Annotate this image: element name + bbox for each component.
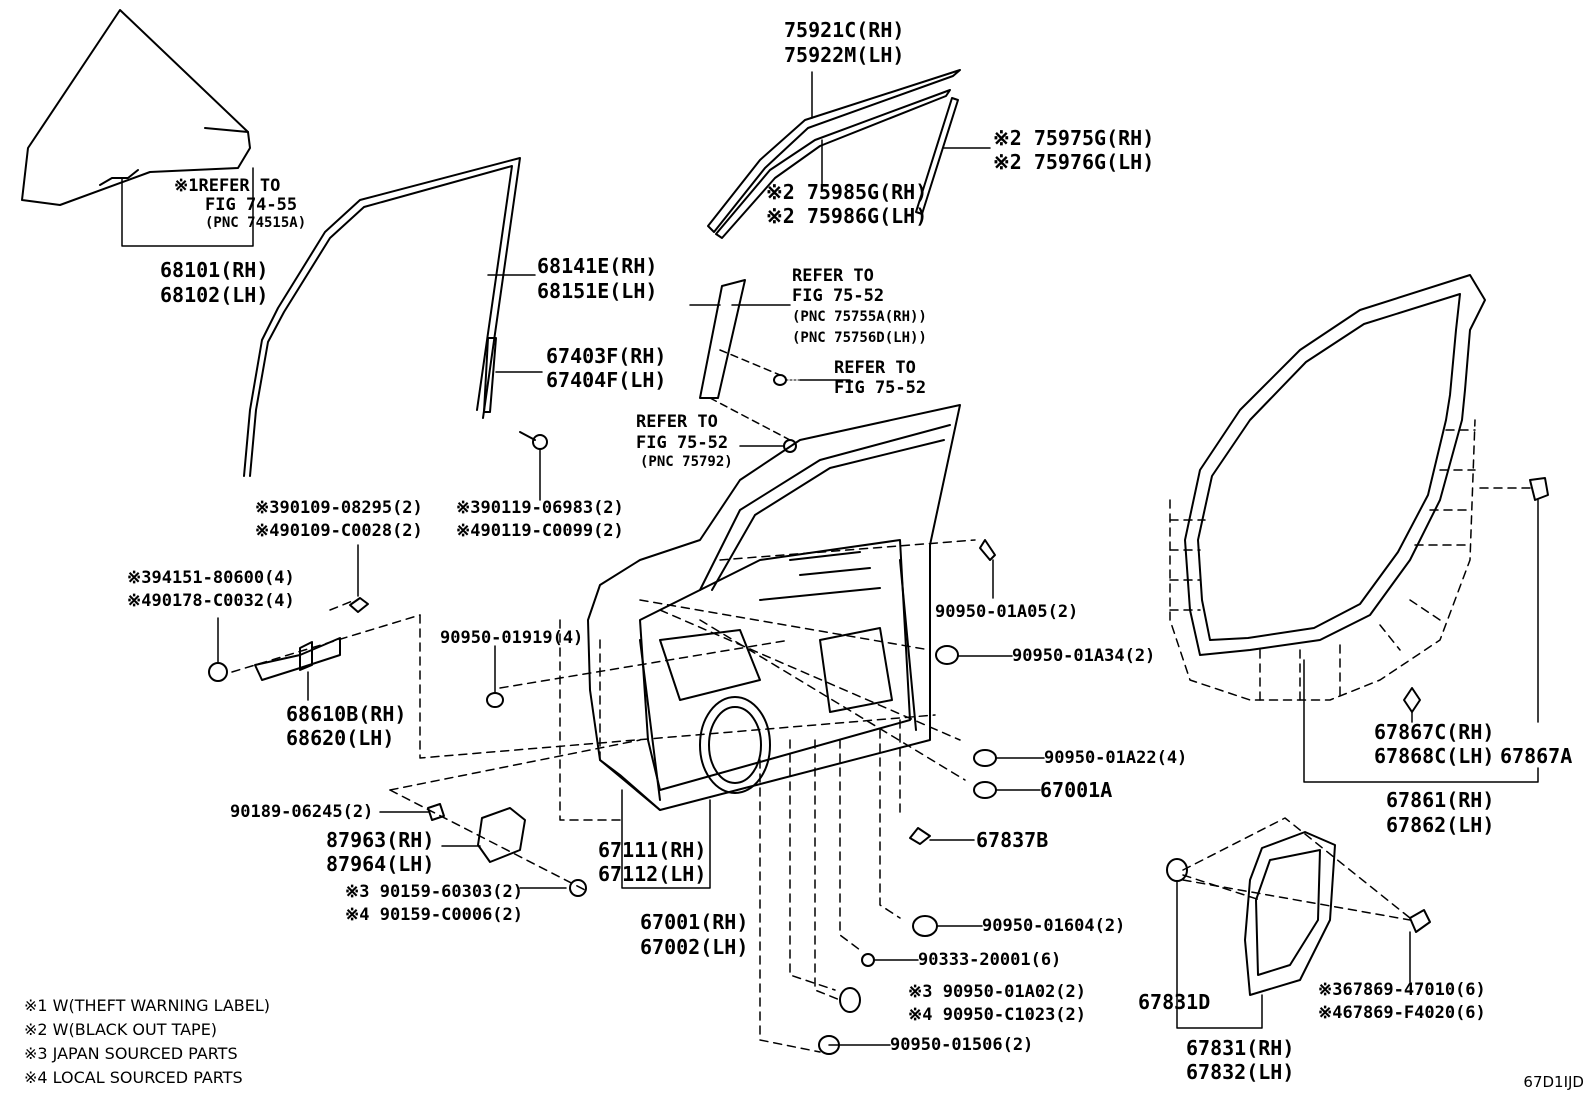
label-90119-c0099: ※490119-C0099(2) xyxy=(456,521,624,541)
label-75986g: ※2 75986G(LH) xyxy=(766,204,928,228)
dashed-connectors xyxy=(231,539,976,1053)
label-refer-75792-b: FIG 75-52 xyxy=(636,433,729,453)
clip-67867c xyxy=(1403,687,1421,713)
label-90950-01a02: ※3 90950-01A02(2) xyxy=(908,982,1087,1002)
door-check xyxy=(427,803,587,897)
belt-moulding xyxy=(707,69,961,239)
label-90950-01506: 90950-01506(2) xyxy=(890,1035,1034,1055)
label-67831d: 67831D xyxy=(1138,990,1211,1014)
label-90109-c0028: ※490109-C0028(2) xyxy=(255,521,423,541)
label-90178-c0032: ※490178-C0032(4) xyxy=(127,591,295,611)
check-leaders xyxy=(379,811,567,889)
hinge-leaders xyxy=(217,544,359,701)
label-75985g: ※2 75985G(RH) xyxy=(766,180,928,204)
label-75976g: ※2 75976G(LH) xyxy=(993,150,1155,174)
label-67112: 67112(LH) xyxy=(598,862,707,886)
label-68610b: 68610B(RH) xyxy=(286,702,407,726)
bolt-90119 xyxy=(519,431,548,450)
label-90109-08295: ※390109-08295(2) xyxy=(255,498,423,518)
clip-67867a xyxy=(1529,477,1549,501)
glass-channel xyxy=(483,337,497,413)
label-67867a: 67867A xyxy=(1500,744,1573,768)
label-refer-75792-a: REFER TO xyxy=(636,412,718,432)
label-90159-60303: ※3 90159-60303(2) xyxy=(345,882,524,902)
footnote-1: ※1 W(THEFT WARNING LABEL) xyxy=(24,996,271,1015)
lock-leaders xyxy=(1176,881,1411,1029)
label-67001a: 67001A xyxy=(1040,778,1113,802)
label-68141e: 68141E(RH) xyxy=(537,254,658,278)
label-68151e: 68151E(LH) xyxy=(537,279,658,303)
door-hinge xyxy=(208,597,369,682)
label-67002: 67002(LH) xyxy=(640,935,749,959)
label-67837b: 67837B xyxy=(976,828,1049,852)
pillar-garnish xyxy=(699,279,746,399)
label-75922m: 75922M(LH) xyxy=(784,43,905,67)
dashed-75755a xyxy=(719,349,781,376)
label-90950-c1023: ※4 90950-C1023(2) xyxy=(908,1005,1087,1025)
footnote-4: ※4 LOCAL SOURCED PARTS xyxy=(24,1068,243,1087)
weatherstrip-dashed xyxy=(1169,419,1531,701)
misc-leaders xyxy=(689,304,851,381)
dashed-75792 xyxy=(709,397,791,441)
label-87964: 87964(LH) xyxy=(326,852,435,876)
label-90950-01919: 90950-01919(4) xyxy=(440,628,584,648)
door-glass xyxy=(21,9,251,206)
leader-68101 xyxy=(121,167,254,247)
label-90189-06245: 90189-06245(2) xyxy=(230,802,374,822)
label-90333-20001: 90333-20001(6) xyxy=(918,950,1062,970)
door-lock xyxy=(1166,831,1431,996)
footnote-2: ※2 W(BLACK OUT TAPE) xyxy=(24,1020,218,1039)
footnote-3: ※3 JAPAN SOURCED PARTS xyxy=(24,1044,238,1063)
label-refer-74-55-a: ※1REFER TO xyxy=(174,176,281,196)
label-75975g: ※2 75975G(RH) xyxy=(993,126,1155,150)
footnotes: ※1 W(THEFT WARNING LABEL) ※2 W(BLACK OUT… xyxy=(24,994,270,1090)
label-refer-75-52-e: REFER TO xyxy=(834,358,916,378)
label-90159-c0006: ※4 90159-C0006(2) xyxy=(345,905,524,925)
door-panel xyxy=(587,404,961,811)
fastener-leaders xyxy=(494,559,1045,1046)
label-67403f: 67403F(RH) xyxy=(546,344,667,368)
label-67111: 67111(RH) xyxy=(598,838,707,862)
clip-75-52 xyxy=(773,374,787,386)
label-67404f: 67404F(LH) xyxy=(546,368,667,392)
label-68102: 68102(LH) xyxy=(160,283,269,307)
label-90950-01a34: 90950-01A34(2) xyxy=(1012,646,1156,666)
label-68101: 68101(RH) xyxy=(160,258,269,282)
label-68620: 68620(LH) xyxy=(286,726,395,750)
label-75921c: 75921C(RH) xyxy=(784,18,905,42)
label-67861: 67861(RH) xyxy=(1386,788,1495,812)
label-refer-75-52-c: (PNC 75755A(RH)) xyxy=(792,309,927,325)
label-refer-74-55-c: (PNC 74515A) xyxy=(205,215,307,231)
glass-run xyxy=(243,157,521,477)
label-67869-47010: ※367869-47010(6) xyxy=(1318,980,1486,1000)
label-94151-80600: ※394151-80600(4) xyxy=(127,568,295,588)
label-refer-75-52-d: (PNC 75756D(LH)) xyxy=(792,330,927,346)
leader-67111 xyxy=(621,789,711,889)
label-90950-01a05: 90950-01A05(2) xyxy=(935,602,1079,622)
label-67868c: 67868C(LH) xyxy=(1374,744,1495,768)
label-67869-f4020: ※467869-F4020(6) xyxy=(1318,1003,1486,1023)
figure-code: 67D1IJD xyxy=(1523,1073,1584,1091)
black-out-tape-strip xyxy=(915,97,959,215)
lock-dashed xyxy=(1182,817,1411,921)
label-90950-01604: 90950-01604(2) xyxy=(982,916,1126,936)
label-refer-75-52-a: REFER TO xyxy=(792,266,874,286)
label-67832: 67832(LH) xyxy=(1186,1060,1295,1084)
label-67831: 67831(RH) xyxy=(1186,1036,1295,1060)
label-67001: 67001(RH) xyxy=(640,910,749,934)
label-refer-75792-c: (PNC 75792) xyxy=(640,454,733,470)
label-90950-01a22: 90950-01A22(4) xyxy=(1044,748,1188,768)
label-refer-75-52-b: FIG 75-52 xyxy=(792,286,885,306)
label-refer-74-55-b: FIG 74-55 xyxy=(205,195,298,215)
label-87963: 87963(RH) xyxy=(326,828,435,852)
label-67862: 67862(LH) xyxy=(1386,813,1495,837)
label-90119-06983: ※390119-06983(2) xyxy=(456,498,624,518)
door-weatherstrip xyxy=(1184,274,1486,656)
label-refer-75-52-f: FIG 75-52 xyxy=(834,378,927,398)
label-67867c: 67867C(RH) xyxy=(1374,720,1495,744)
weatherstrip-leaders xyxy=(1303,499,1539,783)
